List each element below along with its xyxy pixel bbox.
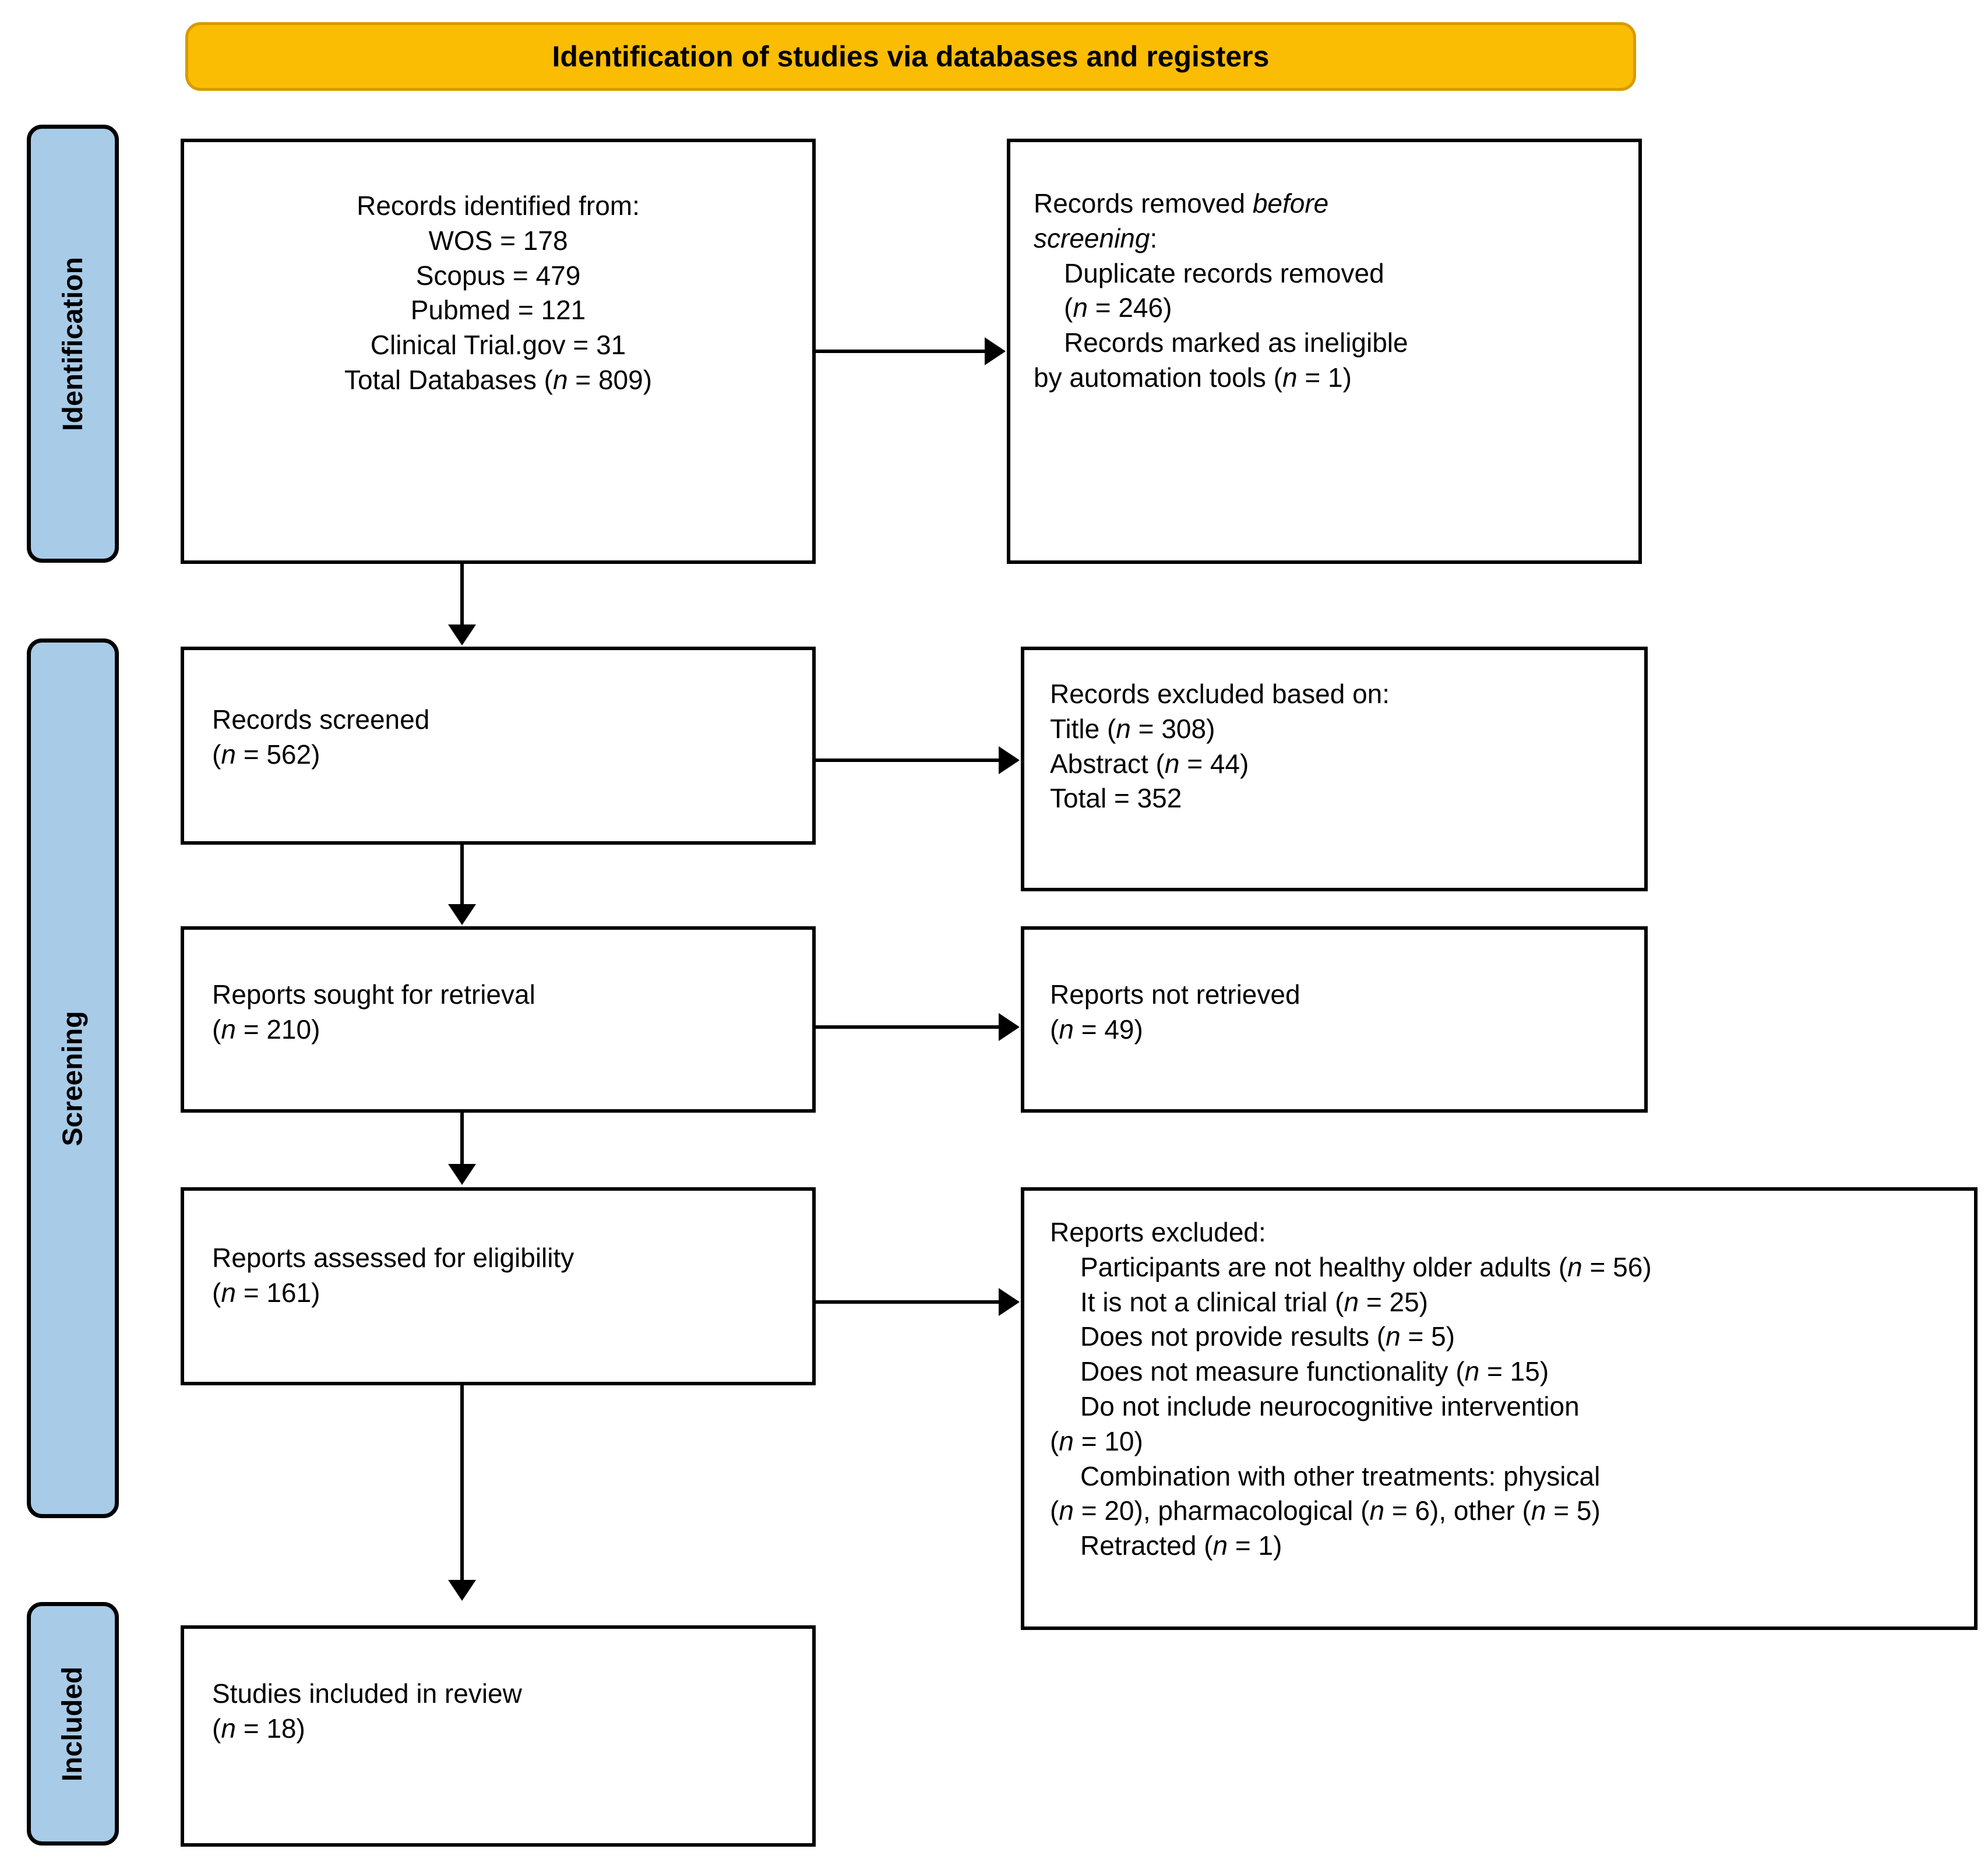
connector-sought-to-not-retrieved xyxy=(816,1025,1000,1029)
stage-label-screening-text: Screening xyxy=(57,1010,89,1146)
arrowhead-assessed-to-included xyxy=(448,1580,476,1601)
box-records-screened-line-1: Records screened xyxy=(212,704,430,735)
connector-sought-to-assessed xyxy=(460,1113,464,1165)
box-records-removed: Records removed before screening: Duplic… xyxy=(1007,139,1642,564)
stage-label-included-text: Included xyxy=(57,1666,89,1781)
box-records-identified-line-2: WOS = 178 xyxy=(428,225,568,256)
box-reports-not-retrieved-line-2: (n = 49) xyxy=(1050,1014,1143,1045)
connector-identified-to-screened xyxy=(460,564,464,627)
box-records-screened-line-2: (n = 562) xyxy=(212,739,320,770)
box-reports-excluded-detail-line-4: Does not provide results (n = 5) xyxy=(1080,1321,1455,1352)
box-reports-excluded-detail-line-8: Combination with other treatments: physi… xyxy=(1080,1460,1601,1491)
connector-identified-to-removed xyxy=(816,350,986,353)
box-reports-excluded-detail-line-10: Retracted (n = 1) xyxy=(1080,1530,1282,1561)
arrowhead-screened-to-excluded xyxy=(999,746,1020,774)
box-records-excluded-line-1: Records excluded based on: xyxy=(1050,679,1390,709)
connector-screened-to-excluded xyxy=(816,758,1000,762)
connector-assessed-to-reports-excluded xyxy=(816,1300,1000,1304)
arrowhead-screened-to-sought xyxy=(448,904,476,925)
connector-assessed-to-included xyxy=(460,1385,464,1581)
box-records-removed-line-5: Records marked as ineligible xyxy=(1064,327,1408,358)
box-records-excluded-line-2: Title (n = 308) xyxy=(1050,713,1215,744)
arrowhead-identified-to-removed xyxy=(985,337,1006,365)
arrowhead-sought-to-assessed xyxy=(448,1164,476,1185)
box-records-identified: Records identified from: WOS = 178 Scopu… xyxy=(181,139,816,564)
box-reports-sought-line-1: Reports sought for retrieval xyxy=(212,979,535,1010)
box-studies-included-line-2: (n = 18) xyxy=(212,1713,305,1744)
box-records-excluded-line-4: Total = 352 xyxy=(1050,783,1182,814)
box-reports-excluded-detail-line-5: Does not measure functionality (n = 15) xyxy=(1080,1356,1549,1387)
box-studies-included-line-1: Studies included in review xyxy=(212,1678,522,1709)
box-reports-assessed: Reports assessed for eligibility (n = 16… xyxy=(181,1187,816,1385)
box-reports-not-retrieved-line-1: Reports not retrieved xyxy=(1050,979,1300,1010)
box-records-removed-line-4: (n = 246) xyxy=(1064,292,1172,323)
arrowhead-identified-to-screened xyxy=(448,624,476,645)
stage-label-screening: Screening xyxy=(27,638,119,1518)
box-reports-excluded-detail-line-6: Do not include neurocognitive interventi… xyxy=(1080,1391,1580,1421)
box-reports-sought: Reports sought for retrieval (n = 210) xyxy=(181,926,816,1113)
box-reports-sought-line-2: (n = 210) xyxy=(212,1014,320,1045)
box-records-excluded-line-3: Abstract (n = 44) xyxy=(1050,748,1249,779)
box-records-removed-line-2: screening: xyxy=(1034,223,1158,253)
box-records-removed-line-1: Records removed before xyxy=(1034,188,1329,218)
arrowhead-sought-to-not-retrieved xyxy=(999,1013,1020,1041)
box-reports-assessed-line-1: Reports assessed for eligibility xyxy=(212,1243,574,1273)
banner-title: Identification of studies via databases … xyxy=(552,40,1270,73)
box-reports-excluded-detail-line-7: (n = 10) xyxy=(1050,1426,1143,1456)
box-records-removed-line-3: Duplicate records removed xyxy=(1064,257,1384,288)
arrowhead-assessed-to-reports-excluded xyxy=(999,1288,1020,1316)
box-records-identified-line-5: Clinical Trial.gov = 31 xyxy=(370,330,626,361)
box-reports-excluded-detail: Reports excluded: Participants are not h… xyxy=(1021,1187,1978,1630)
box-records-excluded: Records excluded based on: Title (n = 30… xyxy=(1021,647,1648,891)
diagram-header-banner: Identification of studies via databases … xyxy=(185,22,1636,91)
box-records-identified-line-4: Pubmed = 121 xyxy=(410,295,586,326)
box-records-identified-line-6: Total Databases (n = 809) xyxy=(344,364,653,395)
box-reports-excluded-detail-line-9: (n = 20), pharmacological (n = 6), other… xyxy=(1050,1495,1601,1526)
box-records-identified-line-1: Records identified from: xyxy=(357,190,640,221)
stage-label-identification: Identification xyxy=(27,125,119,563)
box-reports-excluded-detail-line-2: Participants are not healthy older adult… xyxy=(1080,1251,1652,1282)
box-reports-excluded-detail-line-1: Reports excluded: xyxy=(1050,1217,1266,1247)
box-reports-assessed-line-2: (n = 161) xyxy=(212,1277,320,1308)
box-records-removed-line-6: by automation tools (n = 1) xyxy=(1034,362,1352,393)
stage-label-included: Included xyxy=(27,1602,119,1846)
box-studies-included: Studies included in review (n = 18) xyxy=(181,1625,816,1847)
box-reports-not-retrieved: Reports not retrieved (n = 49) xyxy=(1021,926,1648,1113)
box-reports-excluded-detail-line-3: It is not a clinical trial (n = 25) xyxy=(1080,1286,1428,1317)
box-records-screened: Records screened (n = 562) xyxy=(181,647,816,845)
connector-screened-to-sought xyxy=(460,845,464,905)
stage-label-identification-text: Identification xyxy=(57,256,89,431)
box-records-identified-line-3: Scopus = 479 xyxy=(415,260,581,291)
